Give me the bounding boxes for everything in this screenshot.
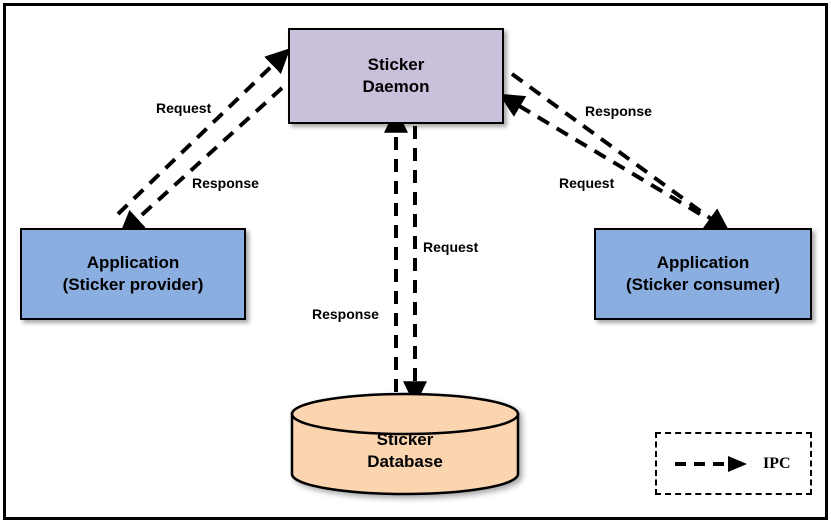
node-sticker-daemon-line1: Sticker <box>367 54 425 74</box>
legend-label-ipc: IPC <box>763 454 791 472</box>
node-consumer-line2: (Sticker consumer) <box>626 275 780 294</box>
node-provider-line2: (Sticker provider) <box>62 275 204 294</box>
node-application-sticker-consumer[interactable]: Application (Sticker consumer) <box>594 228 812 320</box>
node-provider-line1: Application <box>86 252 180 272</box>
edge-label-db-response-daemon: Response <box>312 306 379 322</box>
node-database-line2: Database <box>367 452 443 471</box>
edge-label-daemon-response-consumer: Response <box>585 103 652 119</box>
legend-box: IPC <box>655 432 812 495</box>
edge-label-daemon-request-db: Request <box>423 239 479 255</box>
diagram-frame <box>3 3 828 520</box>
database-cylinder-icon <box>290 392 520 496</box>
node-application-sticker-provider[interactable]: Application (Sticker provider) <box>20 228 246 320</box>
edge-label-daemon-response-provider: Response <box>192 175 259 191</box>
edge-label-provider-request: Request <box>156 100 212 116</box>
node-sticker-daemon-line2: Daemon <box>362 77 430 96</box>
node-sticker-daemon[interactable]: Sticker Daemon <box>288 28 504 124</box>
edge-label-consumer-request: Request <box>559 175 615 191</box>
node-consumer-line1: Application <box>656 252 750 272</box>
node-database-line1: Sticker <box>376 429 434 449</box>
node-sticker-database[interactable]: Sticker Database <box>290 392 520 496</box>
dashed-arrow-icon <box>675 455 747 472</box>
